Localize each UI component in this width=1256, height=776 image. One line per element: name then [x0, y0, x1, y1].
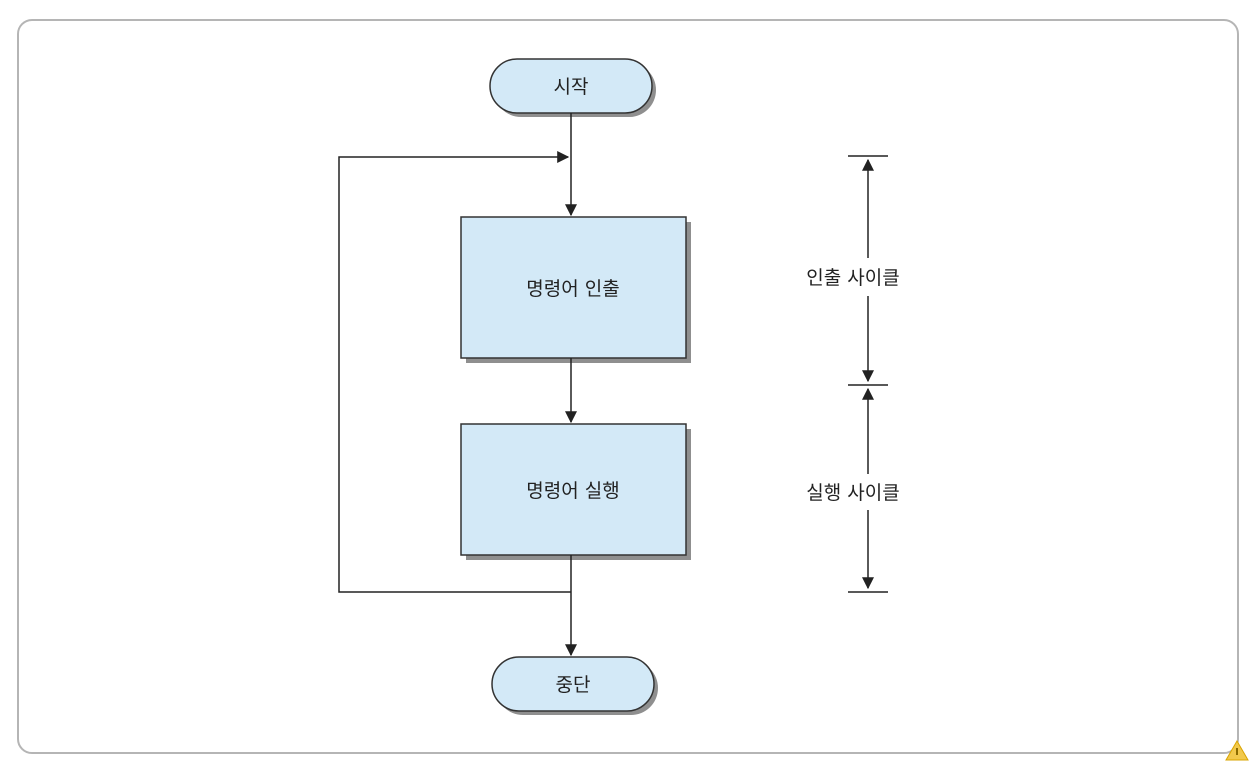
fetch-node-shape	[460, 216, 687, 359]
halt-node-shape	[491, 656, 655, 712]
fetch-cycle-label: 인출 사이클	[806, 267, 899, 289]
execute-cycle-label: 실행 사이클	[806, 482, 899, 504]
start-node: 시작	[489, 58, 656, 117]
execute-node-shape	[460, 423, 687, 556]
execute-cycle-bracket: 실행 사이클	[806, 387, 900, 593]
fetch-cycle-bracket: 인출 사이클	[806, 155, 900, 386]
fetch-label: 명령어 인출	[526, 278, 619, 300]
fetch-node: 명령어 인출	[460, 216, 691, 363]
halt-label: 중단	[556, 674, 591, 696]
loop-back-connector	[338, 151, 571, 593]
warning-triangle-icon	[1225, 740, 1249, 761]
diagram-frame	[17, 19, 1239, 754]
start-label: 시작	[554, 76, 589, 98]
execute-node: 명령어 실행	[460, 423, 691, 560]
halt-node: 중단	[491, 656, 658, 715]
execute-label: 명령어 실행	[526, 480, 619, 502]
